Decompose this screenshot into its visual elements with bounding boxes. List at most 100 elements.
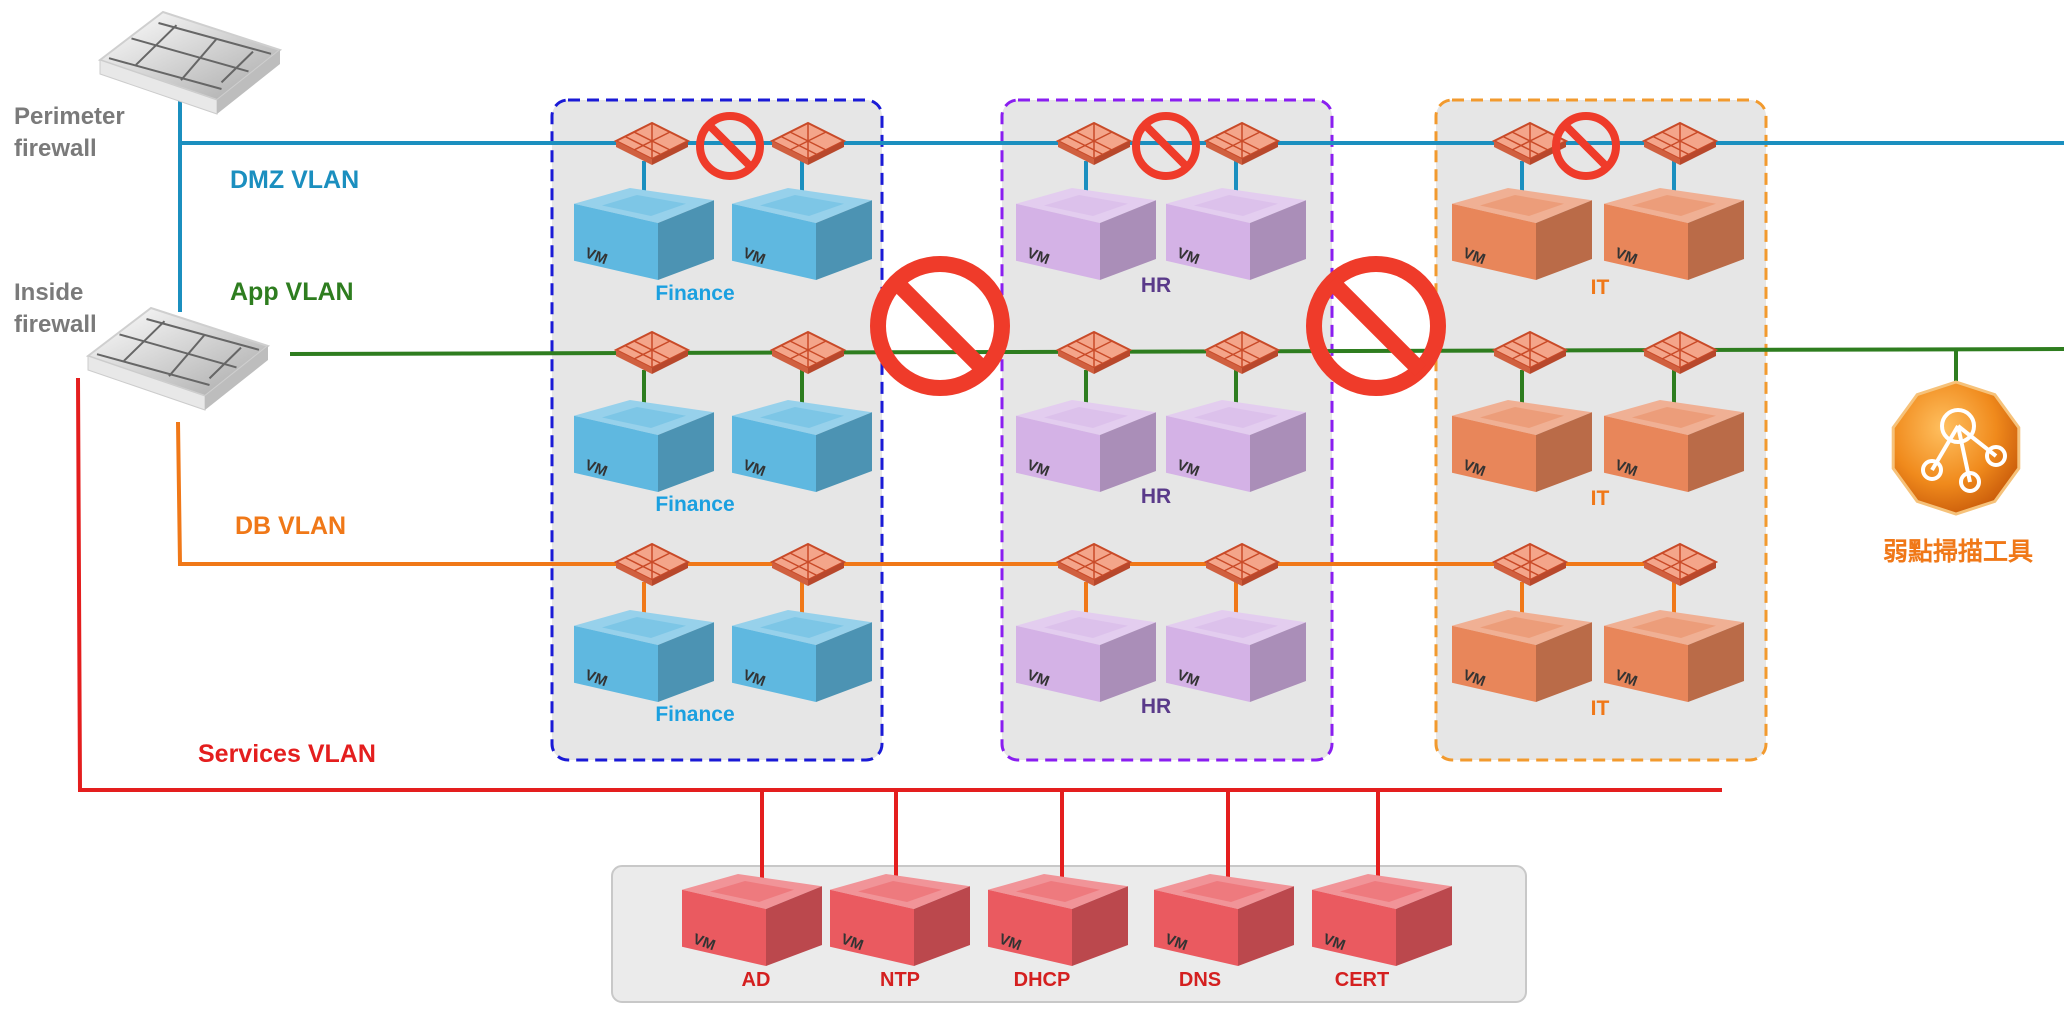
vm-hr-2-1: VM — [1166, 610, 1306, 702]
vm-text: VM — [583, 245, 610, 269]
service-label-ad: AD — [742, 969, 771, 991]
vm-hr-2-0: VM — [1016, 610, 1156, 702]
vm-it-2-1: VM — [1604, 610, 1744, 702]
vm-it-2-0: VM — [1452, 610, 1592, 702]
micro-firewall-icon — [613, 121, 691, 165]
zone-label-finance-3: Finance — [655, 703, 734, 726]
vm-text: VM — [1025, 457, 1052, 481]
vm-it-1-1: VM — [1604, 400, 1744, 492]
vm-hr-1-0: VM — [1016, 400, 1156, 492]
service-vm-dhcp: VM — [988, 874, 1128, 966]
service-label-dhcp: DHCP — [1014, 969, 1071, 991]
block-layer — [696, 112, 1620, 396]
vm-finance-2-1: VM — [732, 610, 872, 702]
vm-finance-0-1: VM — [732, 188, 872, 280]
service-vm-cert: VM — [1312, 874, 1452, 966]
vm-text: VM — [1163, 931, 1190, 955]
vm-finance-1-1: VM — [732, 400, 872, 492]
vm-text: VM — [1461, 667, 1488, 691]
micro-firewall-icon — [1641, 542, 1719, 586]
prohibited-icon — [1552, 112, 1620, 180]
vm-hr-1-1: VM — [1166, 400, 1306, 492]
db-vlan-line — [176, 421, 1716, 566]
micro-firewall-icon — [769, 330, 847, 374]
vm-text: VM — [997, 931, 1024, 955]
zone-label-hr-2: HR — [1141, 485, 1171, 508]
micro-firewall-icon — [1203, 330, 1281, 374]
micro-firewall-icon — [1055, 121, 1133, 165]
vm-finance-0-0: VM — [574, 188, 714, 280]
inside-firewall-icon — [85, 306, 271, 411]
prohibited-icon — [696, 112, 764, 180]
prohibited-icon — [870, 256, 1010, 396]
vm-text: VM — [741, 457, 768, 481]
micro-firewall-icon — [1055, 542, 1133, 586]
vm-text: VM — [1461, 457, 1488, 481]
app-vlan-line — [289, 347, 2064, 356]
micro-firewall-icon — [1641, 330, 1719, 374]
vm-text: VM — [1175, 245, 1202, 269]
scanner-label: 弱點掃描工具 — [1883, 538, 2033, 566]
service-vm-ntp: VM — [830, 874, 970, 966]
service-vm-dns: VM — [1154, 874, 1294, 966]
perimeter-firewall-label-line2: firewall — [14, 135, 97, 162]
inside-firewall-label-line2: firewall — [14, 311, 97, 338]
vm-text: VM — [741, 245, 768, 269]
vm-text: VM — [1321, 931, 1348, 955]
vlan-lines — [76, 96, 2064, 880]
micro-firewall-icon — [1055, 330, 1133, 374]
inside-firewall-label-line1: Inside — [14, 279, 83, 306]
service-label-ntp: NTP — [880, 969, 920, 991]
prohibited-icon — [1132, 112, 1200, 180]
zone-label-it-3: IT — [1591, 697, 1610, 720]
zone-label-hr-3: HR — [1141, 695, 1171, 718]
vm-text: VM — [1461, 245, 1488, 269]
vm-finance-1-0: VM — [574, 400, 714, 492]
micro-firewall-icon — [769, 542, 847, 586]
micro-firewall-icon — [1641, 121, 1719, 165]
micro-firewall-icon — [1203, 121, 1281, 165]
vm-text: VM — [741, 667, 768, 691]
vm-text: VM — [1025, 667, 1052, 691]
services-vlan-line — [76, 377, 1722, 792]
micro-firewall-icon — [1203, 542, 1281, 586]
service-label-cert: CERT — [1335, 969, 1389, 991]
vm-text: VM — [1175, 457, 1202, 481]
prohibited-icon — [1306, 256, 1446, 396]
zone-label-finance-2: Finance — [655, 493, 734, 516]
zone-label-finance-1: Finance — [655, 282, 734, 305]
main-firewalls — [85, 10, 283, 411]
micro-firewall-icon — [769, 121, 847, 165]
vm-text: VM — [1613, 245, 1640, 269]
db-vlan-label: DB VLAN — [235, 512, 346, 540]
vm-it-0-1: VM — [1604, 188, 1744, 280]
perimeter-firewall-icon — [97, 10, 283, 115]
network-scanner-icon — [1891, 380, 2021, 516]
vm-finance-2-0: VM — [574, 610, 714, 702]
vm-text: VM — [1175, 667, 1202, 691]
vm-hr-0-0: VM — [1016, 188, 1156, 280]
perimeter-firewall-label-line1: Perimeter — [14, 103, 125, 130]
vm-it-0-0: VM — [1452, 188, 1592, 280]
zone-label-it-1: IT — [1591, 276, 1610, 299]
micro-firewall-icon — [1491, 542, 1569, 586]
vm-text: VM — [583, 667, 610, 691]
vm-hr-0-1: VM — [1166, 188, 1306, 280]
service-vm-ad: VM — [682, 874, 822, 966]
micro-firewall-icon — [1491, 330, 1569, 374]
vm-it-1-0: VM — [1452, 400, 1592, 492]
dmz-vlan-label: DMZ VLAN — [230, 166, 359, 194]
vm-text: VM — [1613, 457, 1640, 481]
micro-firewall-icon — [613, 330, 691, 374]
vm-layer: VM VM VM VM VM VM VM VM VM VM VM VM VM VM VM VM VM VM VM VM… — [574, 121, 2021, 966]
zone-label-hr-1: HR — [1141, 274, 1171, 297]
services-vlan-label: Services VLAN — [198, 740, 376, 768]
micro-firewall-icon — [613, 542, 691, 586]
vm-text: VM — [1613, 667, 1640, 691]
vm-text: VM — [583, 457, 610, 481]
vm-text: VM — [839, 931, 866, 955]
app-vlan-label: App VLAN — [230, 278, 354, 306]
vm-text: VM — [1025, 245, 1052, 269]
vm-text: VM — [691, 931, 718, 955]
